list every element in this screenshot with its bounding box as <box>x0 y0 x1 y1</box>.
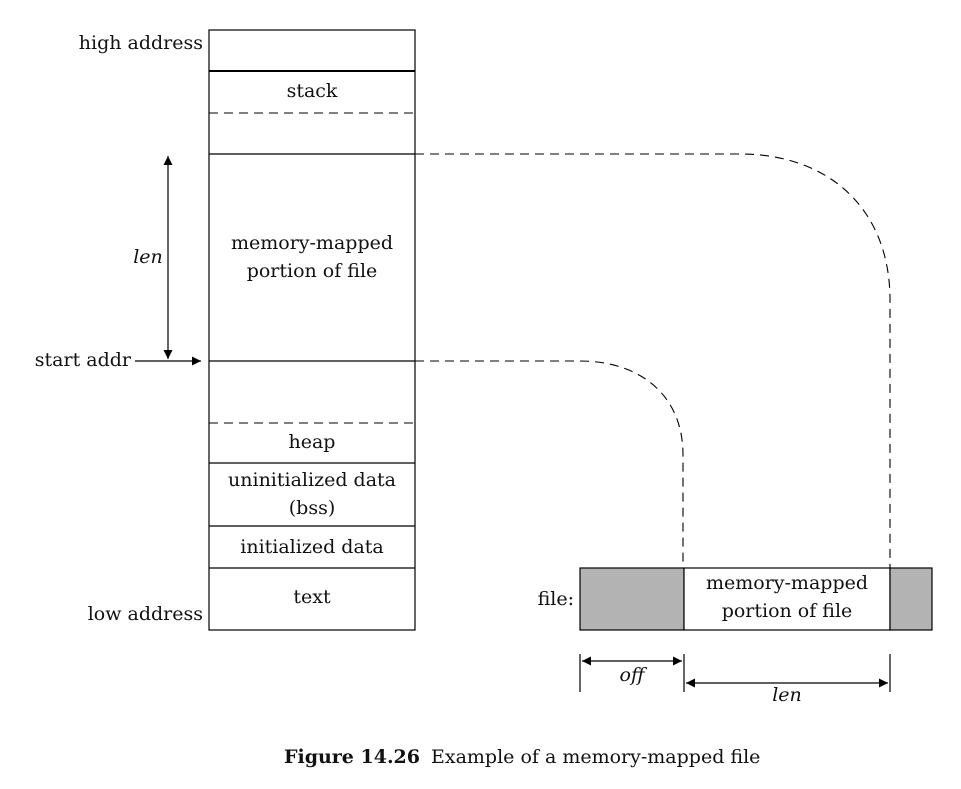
high-address-label: high address <box>79 32 203 54</box>
len-indicator: len <box>133 156 173 359</box>
caption-number: Figure 14.26 <box>284 746 420 768</box>
bss-label-line1: uninitialized data <box>228 469 396 491</box>
mapping-connectors <box>415 153 891 568</box>
bss-label-line2: (bss) <box>289 497 336 519</box>
memory-column-outline <box>208 29 416 631</box>
file-mapped-region <box>683 567 891 631</box>
len-label-file: len <box>772 684 802 706</box>
mapped-segment-label-line1: memory-mapped <box>231 232 393 254</box>
figure-caption: Figure 14.26 Example of a memory-mapped … <box>284 746 760 768</box>
file-dimensions: off len <box>579 654 891 706</box>
off-label: off <box>620 664 648 686</box>
mapped-segment-label-line2: portion of file <box>247 260 378 282</box>
text-segment-label: text <box>293 586 331 608</box>
file-bar: file: memory-mapped portion of file <box>538 567 933 631</box>
memory-layout: high address low address stack memory-ma… <box>79 29 416 631</box>
stack-label: stack <box>287 80 338 102</box>
file-mapped-label-line1: memory-mapped <box>706 572 868 594</box>
low-address-label: low address <box>88 603 203 625</box>
start-addr-label: start addr <box>35 349 132 371</box>
connector-mapped-bottom <box>415 360 684 568</box>
file-mapped-label-line2: portion of file <box>722 600 853 622</box>
file-label: file: <box>538 588 574 610</box>
file-tail-region <box>889 567 933 631</box>
caption-text: Example of a memory-mapped file <box>431 746 760 768</box>
file-offset-region <box>579 567 685 631</box>
heap-label: heap <box>289 431 336 453</box>
start-addr-indicator: start addr <box>35 349 201 371</box>
len-label-memory: len <box>133 246 163 268</box>
connector-mapped-top <box>415 153 891 568</box>
initialized-data-label: initialized data <box>240 536 384 558</box>
